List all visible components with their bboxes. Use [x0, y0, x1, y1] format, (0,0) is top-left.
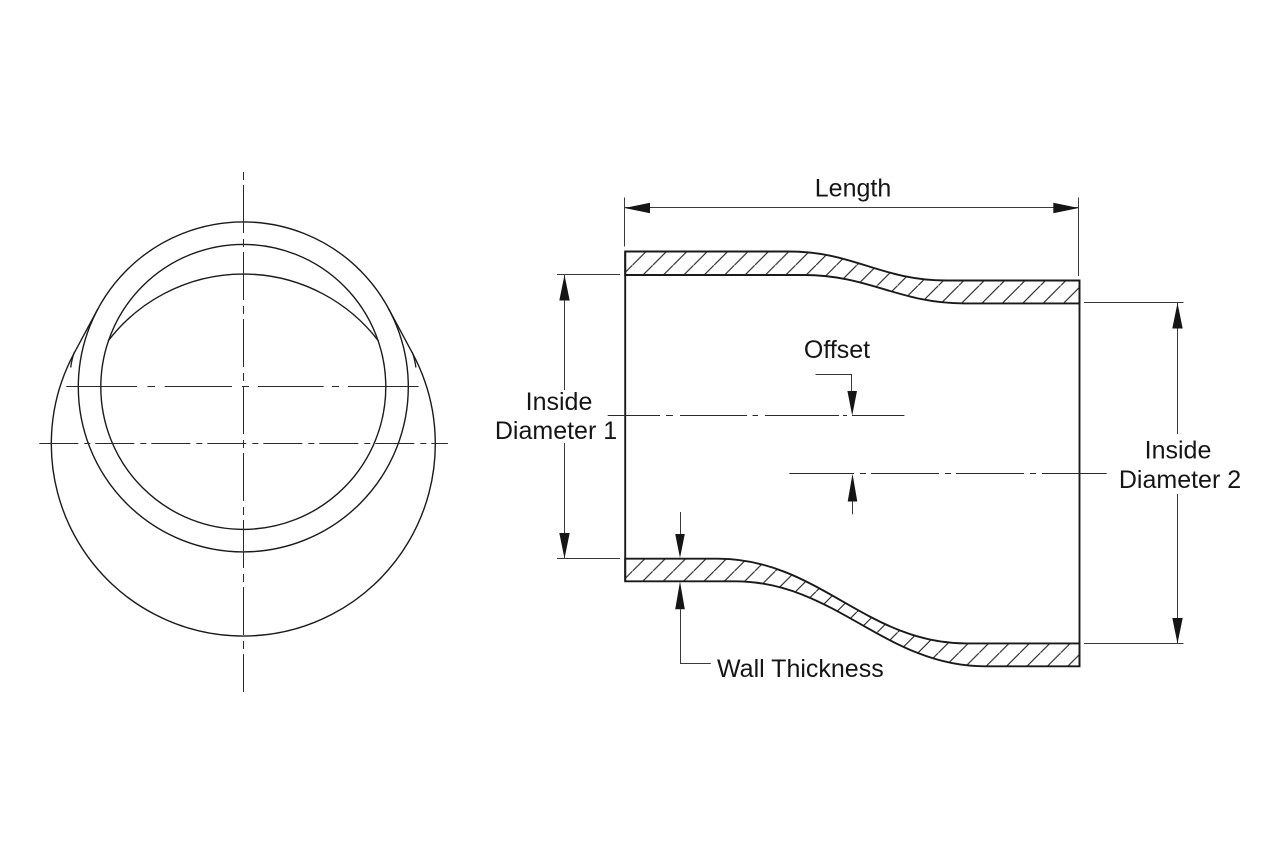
svg-text:Length: Length [815, 175, 891, 203]
svg-text:Diameter 1: Diameter 1 [495, 417, 617, 445]
svg-text:Wall Thickness: Wall Thickness [717, 655, 884, 683]
svg-text:Offset: Offset [804, 336, 870, 364]
svg-text:Inside: Inside [526, 388, 593, 416]
svg-text:Inside: Inside [1145, 437, 1212, 465]
svg-text:Diameter 2: Diameter 2 [1119, 466, 1241, 494]
